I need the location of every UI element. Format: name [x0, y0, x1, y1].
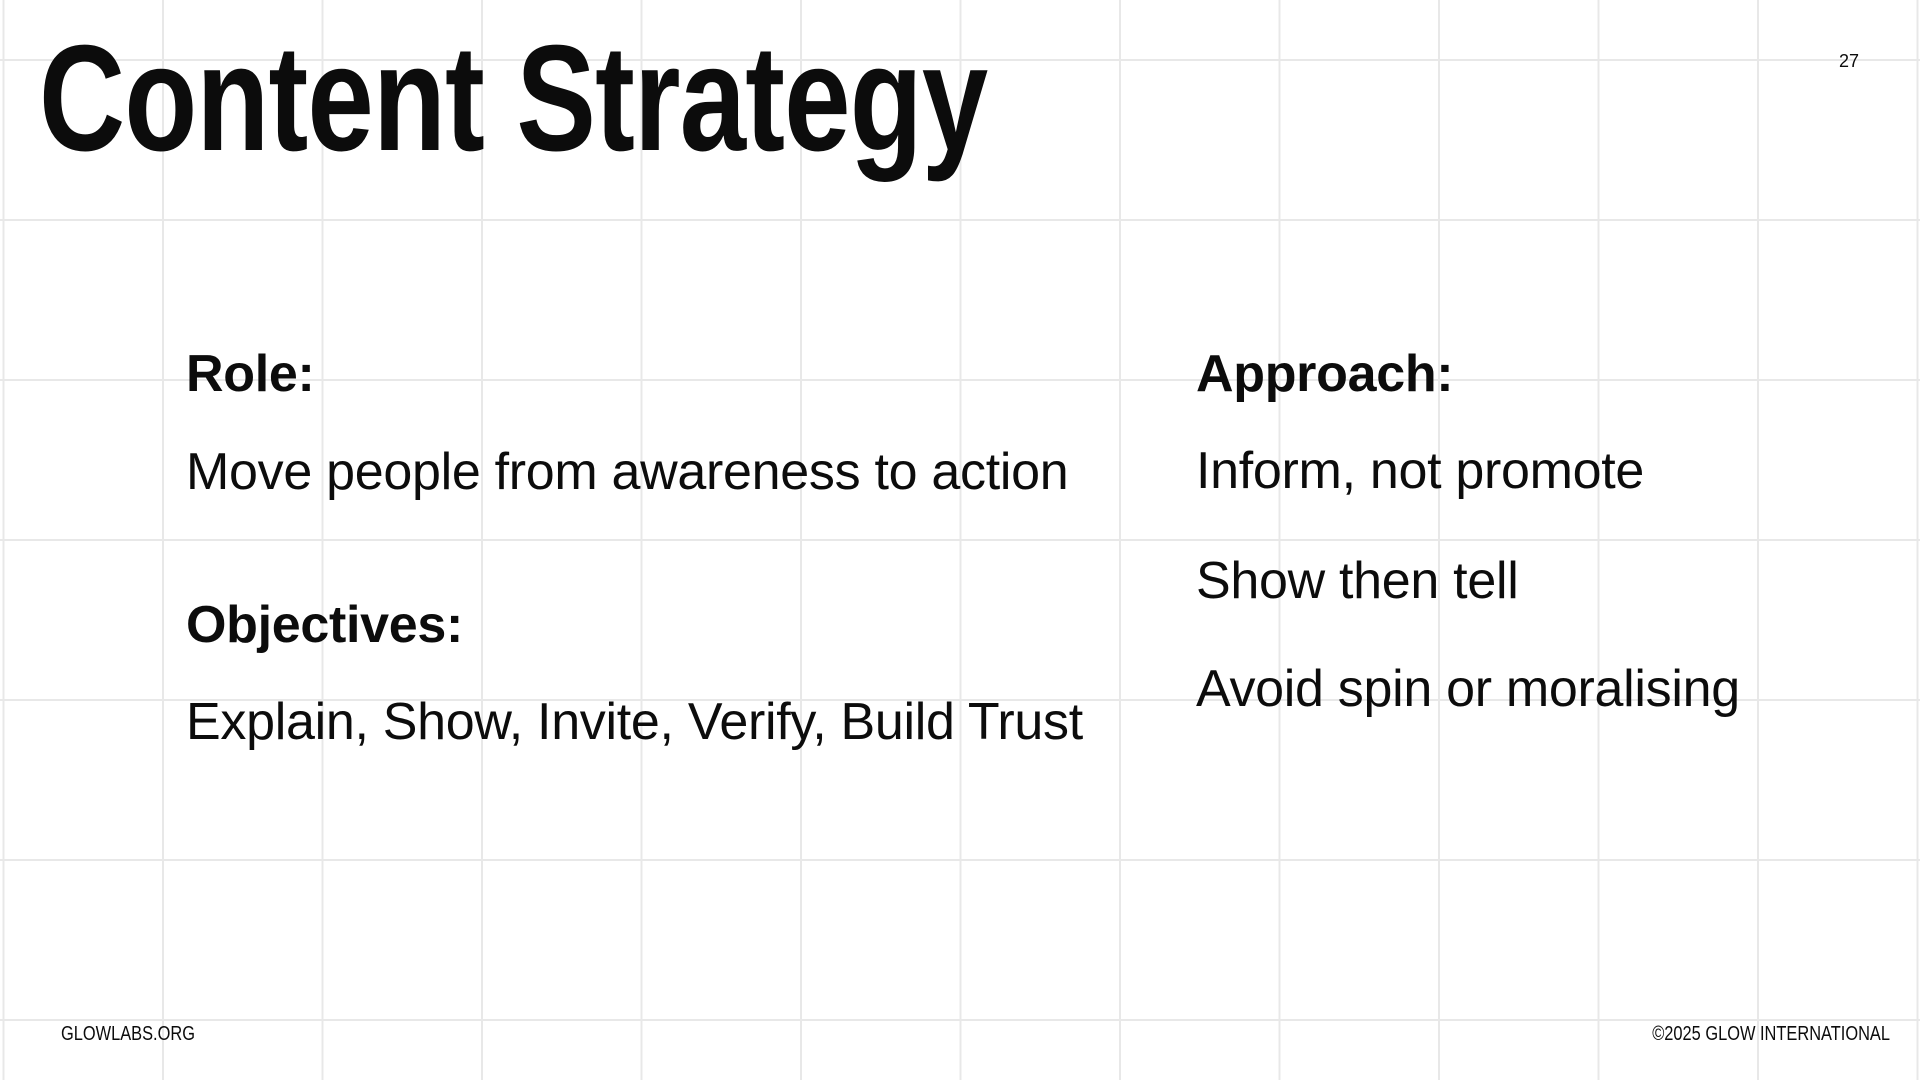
right-approach-point: Inform, not promote: [1196, 442, 1645, 500]
left-section-objectives-heading: Objectives:: [186, 596, 464, 654]
left-section-role-body: Move people from awareness to action: [186, 443, 1069, 501]
page-title: Content Strategy: [39, 13, 988, 182]
right-approach-point: Avoid spin or moralising: [1196, 660, 1740, 718]
footer-site-url: GLOWLABS.ORG: [61, 1023, 195, 1045]
left-section-objectives-body: Explain, Show, Invite, Verify, Build Tru…: [186, 693, 1083, 751]
right-approach-point: Show then tell: [1196, 552, 1519, 610]
right-section-approach-heading: Approach:: [1196, 345, 1454, 403]
page-number: 27: [1838, 51, 1859, 71]
left-section-role-heading: Role:: [186, 345, 315, 403]
footer-copyright: ©2025 GLOW INTERNATIONAL: [1652, 1023, 1890, 1045]
